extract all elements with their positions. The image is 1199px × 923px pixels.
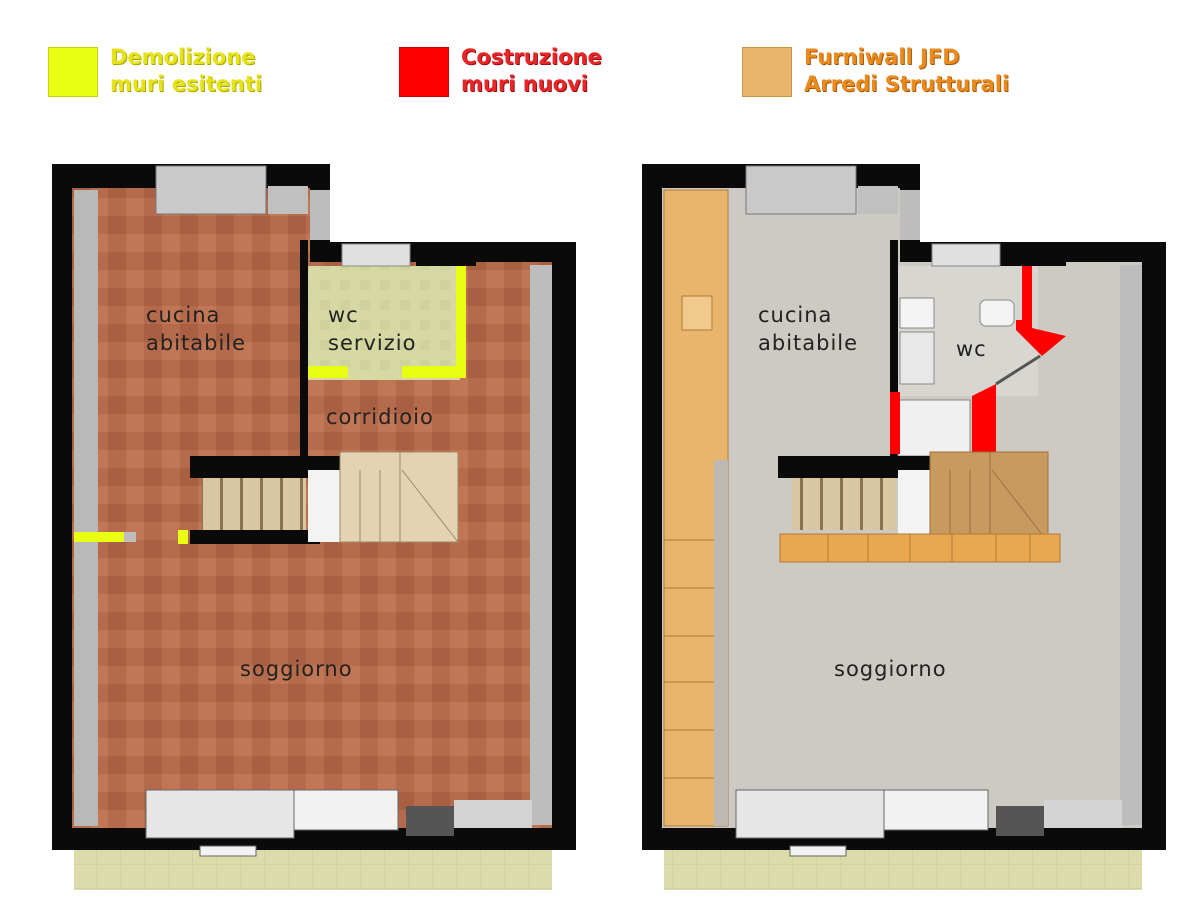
plan-before: cucina abitabile wc servizio corridioio … <box>52 164 576 890</box>
new-wall <box>1016 266 1066 356</box>
demolition-wall <box>456 266 466 378</box>
terrace-before <box>74 848 552 890</box>
label-kitchen-after: cucina <box>758 303 832 327</box>
construction-swatch <box>399 47 449 97</box>
label-corridor-before: corridioio <box>326 405 434 429</box>
label-kitchen-after-2: abitabile <box>758 331 858 355</box>
label-wc-before-2: servizio <box>328 331 416 355</box>
label-kitchen-before-2: abitabile <box>146 331 246 355</box>
label-wc-after: wc <box>956 337 987 361</box>
toilet-icon <box>979 299 1015 327</box>
sink-icon <box>899 331 935 385</box>
furniwall-swatch <box>742 47 792 97</box>
wc-before <box>308 266 460 380</box>
furniwall-bench[interactable] <box>779 533 1061 563</box>
plan-after: cucina abitabile wc soggiorno <box>642 164 1166 890</box>
label-living-after: soggiorno <box>834 657 947 681</box>
terrace-after <box>664 848 1142 890</box>
label-kitchen-before: cucina <box>146 303 220 327</box>
furniwall-label: Furniwall JFD Arredi Strutturali <box>804 45 1010 96</box>
demolition-label: Demolizione muri esitenti <box>110 45 263 96</box>
demolition-swatch <box>48 47 98 97</box>
construction-label: Costruzione muri nuovi <box>461 45 602 96</box>
label-wc-before: wc <box>328 303 359 327</box>
label-living-before: soggiorno <box>240 657 353 681</box>
